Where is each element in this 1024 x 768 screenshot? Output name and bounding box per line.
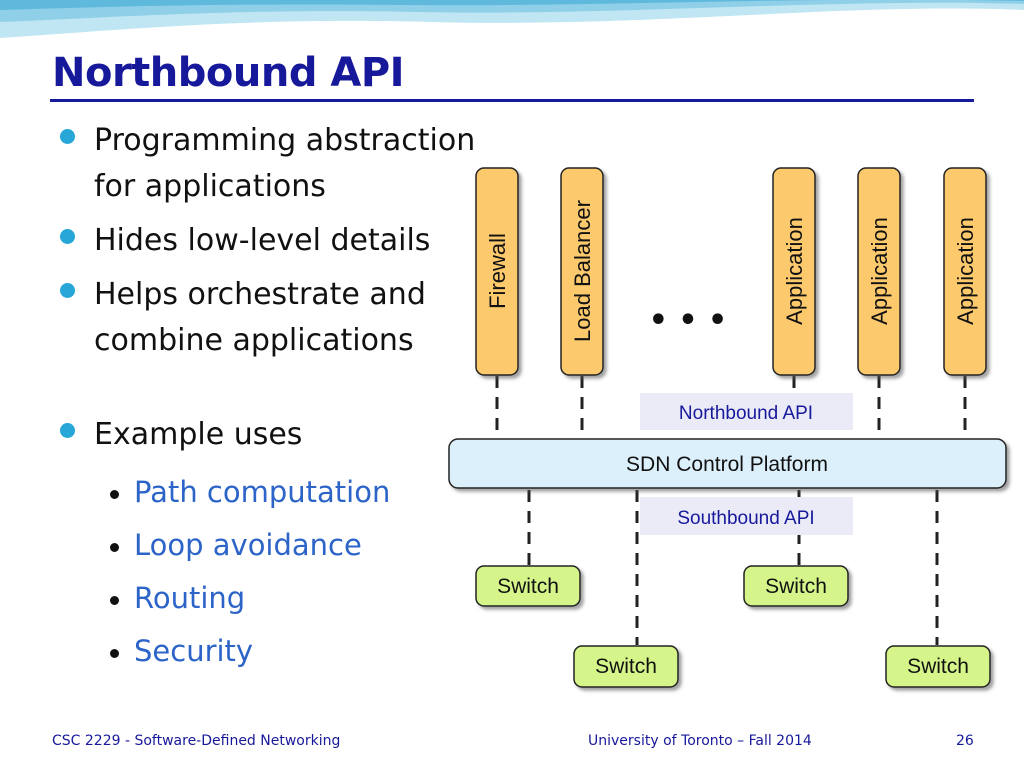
slide-title: Northbound API <box>52 50 405 96</box>
switch-box: Switch <box>475 565 581 607</box>
sub-bullet-item: Security <box>60 625 520 678</box>
switch-label: Switch <box>497 575 559 598</box>
app-label: Application <box>953 217 978 325</box>
sub-bullet-dot-icon <box>110 543 119 552</box>
app-box-load-balancer: Load Balancer <box>560 167 604 376</box>
bullet-text: for applications <box>94 169 326 204</box>
northbound-api-box <box>640 393 853 430</box>
switch-label: Switch <box>765 575 827 598</box>
bullet-item: Helps orchestrate and combine applicatio… <box>60 272 520 364</box>
footer-page-number: 26 <box>956 733 974 749</box>
footer-university: University of Toronto – Fall 2014 <box>588 733 812 749</box>
sub-bullet-text: Loop avoidance <box>134 528 362 562</box>
bullet-text: Hides low-level details <box>94 223 431 258</box>
switch-label: Switch <box>595 655 657 678</box>
bullet-item: Programming abstraction for applications <box>60 118 520 210</box>
bullet-item: Hides low-level details <box>60 218 520 264</box>
bullet-dot-icon <box>60 129 75 144</box>
switch-links <box>527 490 939 645</box>
app-label: Firewall <box>485 233 510 309</box>
bullet-text: Helps orchestrate and <box>94 277 426 312</box>
app-box-firewall: Firewall <box>475 167 519 376</box>
bullet-text: Example uses <box>94 417 303 452</box>
sub-bullet-item: Routing <box>60 572 520 625</box>
sub-bullet-dot-icon <box>110 649 119 658</box>
bullet-text: Programming abstraction <box>94 123 476 158</box>
app-box-application: Application <box>857 167 901 376</box>
app-box-application: Application <box>772 167 816 376</box>
ellipsis: • • • <box>649 303 727 338</box>
app-label: Application <box>867 217 892 325</box>
header-wave <box>0 0 1024 38</box>
southbound-api-label: Southbound API <box>677 508 814 529</box>
sdn-control-platform: SDN Control Platform <box>448 438 1007 489</box>
switch-box: Switch <box>573 645 679 688</box>
sub-bullet-text: Security <box>134 634 254 668</box>
switch-box: Switch <box>743 565 849 607</box>
sub-bullet-dot-icon <box>110 596 119 605</box>
platform-label: SDN Control Platform <box>626 453 828 476</box>
sub-bullet-dot-icon <box>110 490 119 499</box>
switch-box: Switch <box>885 645 991 688</box>
switch-label: Switch <box>907 655 969 678</box>
bullet-list: Programming abstraction for applications… <box>60 118 520 678</box>
sub-bullet-item: Path computation <box>60 466 520 519</box>
southbound-api-box <box>640 497 853 535</box>
app-label: Application <box>782 217 807 325</box>
footer-course: CSC 2229 - Software-Defined Networking <box>52 733 341 749</box>
bullet-item: Example uses <box>60 412 520 458</box>
title-underline <box>50 99 974 102</box>
bullet-dot-icon <box>60 423 75 438</box>
sub-bullet-text: Routing <box>134 581 246 615</box>
sub-bullet-item: Loop avoidance <box>60 519 520 572</box>
sub-bullet-text: Path computation <box>134 475 391 509</box>
bullet-dot-icon <box>60 283 75 298</box>
bullet-text: combine applications <box>94 323 414 358</box>
app-label: Load Balancer <box>570 200 595 342</box>
northbound-api-label: Northbound API <box>679 403 813 424</box>
app-box-application: Application <box>943 167 987 376</box>
bullet-dot-icon <box>60 229 75 244</box>
